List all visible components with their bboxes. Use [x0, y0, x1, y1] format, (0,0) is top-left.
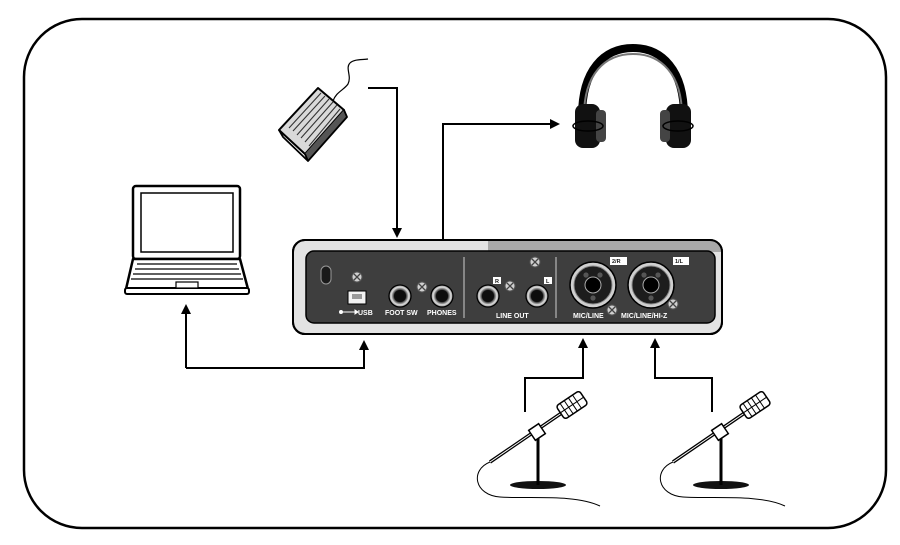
foot-switch-icon: [278, 58, 369, 162]
line-out-l-tag: L: [546, 279, 550, 285]
combo-input-1-jack: [627, 261, 675, 309]
microphone-right-icon: [659, 390, 786, 507]
arrow-mic-2: [524, 338, 588, 412]
foot-sw-label: FOOT SW: [385, 310, 418, 317]
arrow-headphones: [442, 119, 560, 240]
usb-symbol-icon: [339, 309, 359, 315]
mic-line-hiz-label: MIC/LINE/HI-Z: [621, 313, 668, 320]
laptop-icon: [124, 184, 250, 295]
input-1-tag: 1/L: [675, 259, 684, 265]
combo-input-2-jack: [569, 261, 617, 309]
line-out-label: LINE OUT: [496, 313, 529, 320]
headphones-icon: [572, 43, 694, 148]
arrow-mic-1: [650, 338, 713, 412]
microphone-left-icon: [476, 390, 601, 507]
arrow-usb-interface: [186, 340, 369, 369]
screws: [351, 256, 679, 316]
connection-lines: [181, 87, 713, 412]
audio-interface: USB FOOT SW PHONES R L LINE OUT 2/R: [292, 239, 723, 335]
security-slot: [320, 265, 332, 285]
line-out-r-tag: R: [495, 279, 499, 285]
mic-line-label: MIC/LINE: [573, 313, 604, 320]
arrow-foot-switch: [368, 87, 402, 238]
usb-label: USB: [358, 310, 373, 317]
input-2-tag: 2/R: [612, 259, 621, 265]
phones-label: PHONES: [427, 310, 457, 317]
